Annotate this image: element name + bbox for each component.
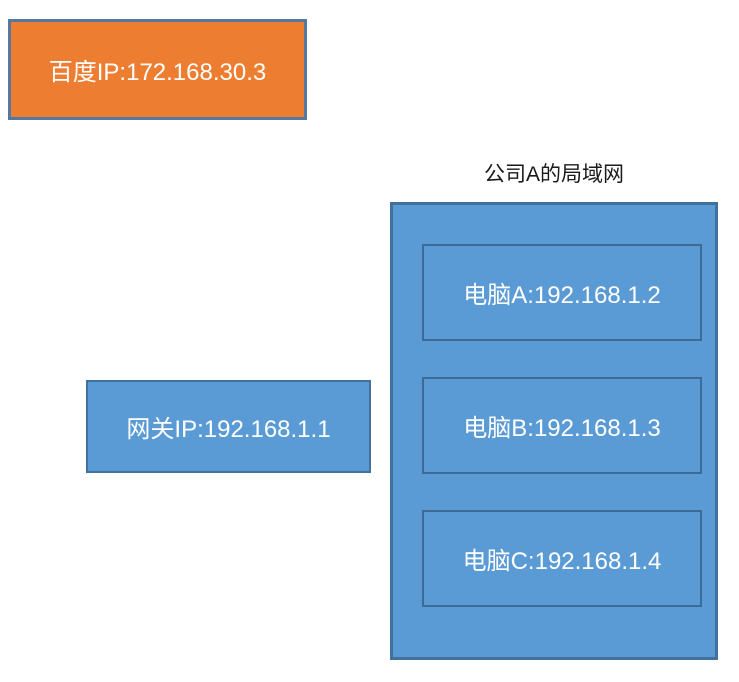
baidu-ip-label: 百度IP:172.168.30.3 [48, 59, 267, 86]
computer-b-box: 电脑B:192.168.1.3 [422, 377, 702, 474]
computer-a-box: 电脑A:192.168.1.2 [422, 244, 702, 341]
baidu-ip-box: 百度IP:172.168.30.3 [8, 19, 307, 120]
lan-title: 公司A的局域网 [483, 163, 624, 186]
gateway-ip-box: 网关IP:192.168.1.1 [86, 380, 371, 473]
computer-c-box: 电脑C:192.168.1.4 [422, 510, 702, 607]
computer-c-label: 电脑C:192.168.1.4 [462, 548, 662, 575]
computer-b-label: 电脑B:192.168.1.3 [463, 415, 661, 442]
gateway-ip-label: 网关IP:192.168.1.1 [126, 416, 331, 443]
computer-a-label: 电脑A:192.168.1.2 [463, 282, 661, 309]
lan-container-box: 电脑A:192.168.1.2 电脑B:192.168.1.3 电脑C:192.… [390, 202, 718, 660]
